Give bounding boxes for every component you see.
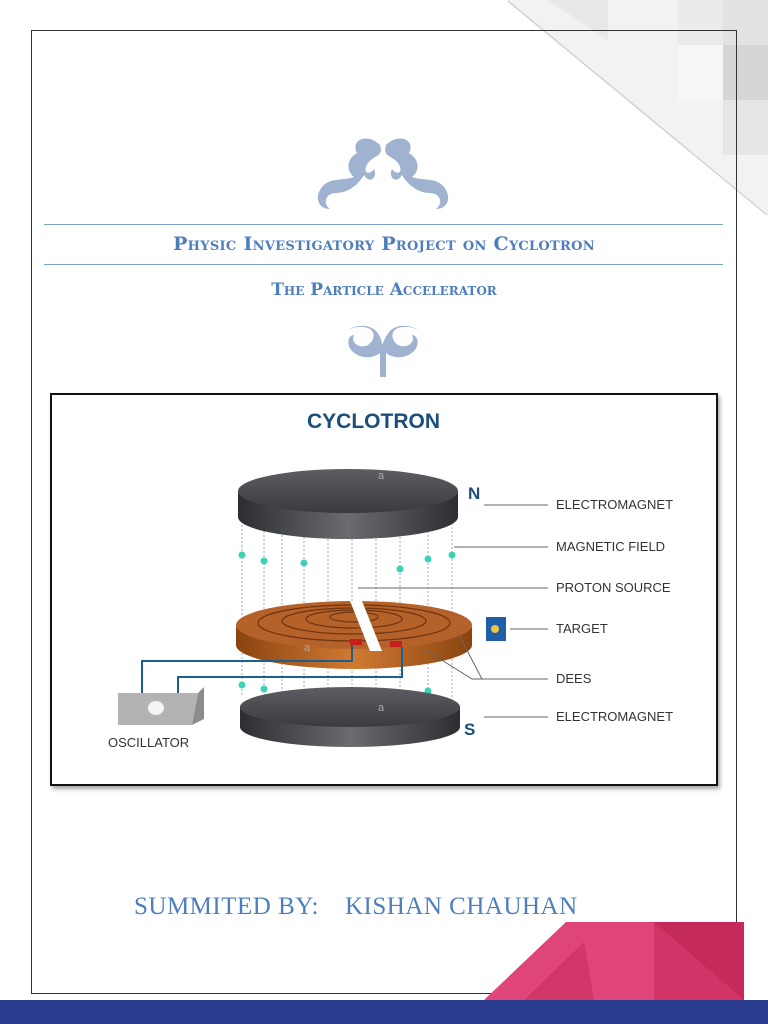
label-magnetic-field: MAGNETIC FIELD [556, 539, 665, 554]
bottom-decoration [484, 922, 744, 1000]
floral-ornament-top [317, 138, 449, 209]
north-pole-label: N [468, 484, 480, 503]
top-electromagnet [238, 469, 458, 539]
target [486, 617, 506, 641]
south-pole-label: S [464, 720, 475, 739]
watermark-dees: a [304, 642, 311, 654]
submitted-by-label: SUMMITED BY: [134, 893, 319, 920]
bottom-electromagnet [240, 687, 460, 747]
watermark-bottom: a [378, 702, 385, 714]
bottom-bar [0, 1000, 768, 1024]
submitted-by: SUMMITED BY: KISHAN CHAUHAN [134, 893, 578, 921]
label-oscillator: OSCILLATOR [108, 735, 189, 750]
oscillator [118, 687, 204, 725]
watermark-top: a [378, 470, 385, 482]
title-rule-bottom [44, 264, 723, 265]
author-name: KISHAN CHAUHAN [344, 893, 578, 920]
label-proton-source: PROTON SOURCE [556, 580, 671, 595]
page-border [31, 30, 737, 994]
floral-ornament-middle [344, 325, 422, 377]
cyclotron-diagram: CYCLOTRON a [108, 410, 673, 750]
figure-title: CYCLOTRON [307, 410, 440, 433]
label-electromagnet-bottom: ELECTROMAGNET [556, 709, 673, 724]
oscillator-wires [141, 645, 403, 693]
label-target: TARGET [556, 621, 608, 636]
corner-decoration [508, 0, 768, 215]
dees [236, 601, 472, 669]
label-dees: DEES [556, 671, 592, 686]
cyclotron-figure: CYCLOTRON a [50, 393, 718, 786]
title-rule-top [44, 224, 723, 225]
page-subtitle: The Particle Accelerator [271, 280, 497, 300]
label-electromagnet-top: ELECTROMAGNET [556, 497, 673, 512]
leader-lines [358, 504, 548, 718]
page-title: Physic Investigatory Project on Cyclotro… [173, 233, 595, 255]
